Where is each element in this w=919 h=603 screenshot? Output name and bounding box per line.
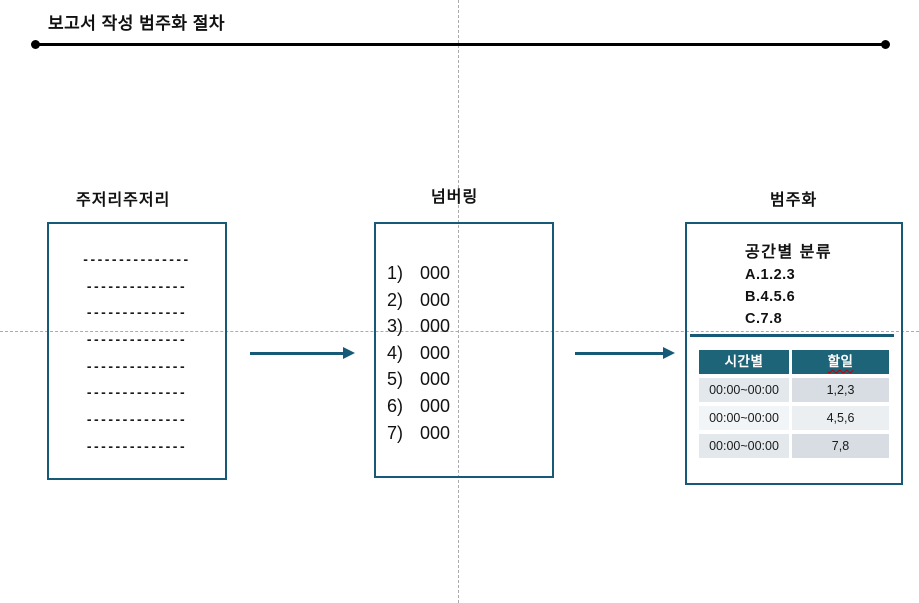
- table-cell-time: 00:00~00:00: [699, 434, 789, 458]
- dashed-line: --------------: [86, 331, 188, 348]
- category-list: A.1.2.3 B.4.5.6 C.7.8: [745, 264, 795, 330]
- table-header-todo: 할일: [792, 350, 889, 374]
- step-label-categorization: 범주화: [770, 192, 818, 209]
- numbered-item: 1)000: [387, 263, 451, 283]
- numbered-list: 1)000 2)000 3)000 4)000 5)000 6)000 7)00…: [387, 260, 450, 446]
- dashed-text-lines: --------------- -------------- ---------…: [49, 246, 225, 460]
- category-item: A.1.2.3: [745, 267, 796, 283]
- step-label-rambling: 주저리주저리: [76, 192, 171, 209]
- table-cell-time: 00:00~00:00: [699, 406, 789, 430]
- numbered-item: 3)000: [387, 316, 451, 337]
- category-item: B.4.5.6: [745, 289, 796, 305]
- title-rule-line: [35, 43, 886, 46]
- step-label-numbering: 넘버링: [431, 189, 479, 206]
- section-divider-line: [690, 334, 894, 337]
- flow-arrow-2: [575, 347, 675, 359]
- flow-arrow-1: [250, 347, 355, 359]
- rule-endpoint-dot-left: [31, 40, 40, 49]
- table-cell-todo: 1,2,3: [792, 378, 889, 402]
- categorization-box: 공간별 분류 A.1.2.3 B.4.5.6 C.7.8 시간별 할일 00:0…: [685, 222, 903, 485]
- table-cell-todo: 4,5,6: [792, 406, 889, 430]
- time-table: 시간별 할일 00:00~00:00 1,2,3 00:00~00:00 4,5…: [699, 350, 889, 458]
- slide-title: 보고서 작성 범주화 절차: [48, 14, 226, 33]
- dashed-line: --------------: [86, 437, 188, 454]
- category-item: C.7.8: [745, 311, 783, 327]
- rambling-box: --------------- -------------- ---------…: [47, 222, 227, 480]
- numbering-box: 1)000 2)000 3)000 4)000 5)000 6)000 7)00…: [374, 222, 554, 478]
- table-header-time: 시간별: [699, 350, 789, 374]
- dashed-line: --------------: [86, 411, 188, 428]
- dashed-line: --------------: [86, 384, 188, 401]
- numbered-item: 5)000: [387, 369, 451, 390]
- table-cell-time: 00:00~00:00: [699, 378, 789, 402]
- spatial-classification-title: 공간별 분류: [745, 244, 833, 261]
- numbered-item: 4)000: [387, 342, 451, 363]
- numbered-item: 6)000: [387, 395, 451, 416]
- dashed-line: --------------: [86, 277, 188, 294]
- horizontal-guide-line: [0, 331, 919, 332]
- dashed-line: --------------: [86, 357, 188, 374]
- numbered-item: 7)000: [387, 422, 451, 443]
- rule-endpoint-dot-right: [881, 40, 890, 49]
- dashed-line: ---------------: [83, 251, 191, 267]
- numbered-item: 2)000: [387, 289, 451, 310]
- vertical-guide-line: [458, 0, 459, 603]
- table-cell-todo: 7,8: [792, 434, 889, 458]
- dashed-line: --------------: [86, 304, 188, 321]
